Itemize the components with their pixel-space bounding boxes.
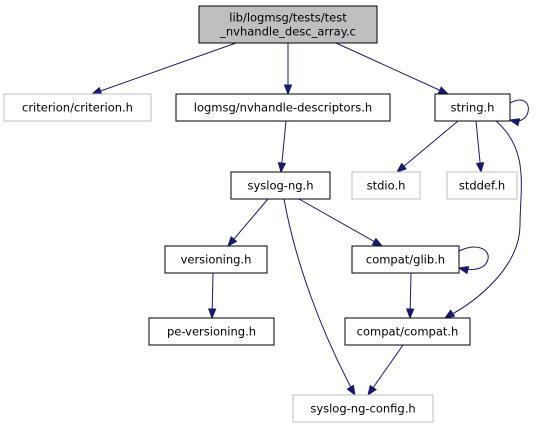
node-label: pe-versioning.h xyxy=(167,325,256,339)
nodes-layer: lib/logmsg/tests/test_nvhandle_desc_arra… xyxy=(3,5,518,423)
node-box xyxy=(230,171,331,200)
node-label: lib/logmsg/tests/test xyxy=(229,11,347,25)
node-label: logmsg/nvhandle-descriptors.h xyxy=(194,101,372,115)
node-box xyxy=(351,171,421,200)
node-syslog-ng-config-h: syslog-ng-config.h xyxy=(292,394,434,423)
arrowhead-icon xyxy=(437,86,450,95)
arrowhead-icon xyxy=(371,237,384,247)
edge-root-to-nvhandle-descriptors xyxy=(283,43,293,96)
node-label: _nvhandle_desc_array.c xyxy=(219,25,356,39)
node-box xyxy=(446,171,518,200)
edge-versioning-h-to-pe-versioning-h xyxy=(207,272,217,320)
arrowhead-icon xyxy=(90,86,103,95)
edge-line xyxy=(283,198,356,396)
edge-compat-glib-h-to-compat-compat-h xyxy=(405,272,415,320)
node-box xyxy=(3,93,152,122)
node-label: stdio.h xyxy=(367,179,406,193)
edge-line xyxy=(444,120,522,319)
edge-string-h-to-stdio-h xyxy=(395,120,459,173)
edge-syslog-ng-h-to-compat-glib-h xyxy=(298,198,384,247)
node-label: string.h xyxy=(451,101,495,115)
edge-line xyxy=(227,198,269,247)
edge-nvhandle-descriptors-to-syslog-ng-h xyxy=(277,120,287,174)
edge-root-to-string-h xyxy=(335,42,450,95)
node-label: criterion/criterion.h xyxy=(22,101,133,115)
node-compat-compat-h[interactable]: compat/compat.h xyxy=(344,317,471,346)
node-label: stddef.h xyxy=(459,179,505,193)
edge-string-h-to-compat-compat-h xyxy=(443,120,522,319)
node-stddef-h: stddef.h xyxy=(446,171,518,200)
edge-line xyxy=(509,99,529,122)
node-label: versioning.h xyxy=(181,253,252,267)
edge-line xyxy=(396,120,459,173)
edge-syslog-ng-h-to-syslog-ng-config-h xyxy=(283,198,356,397)
arrowhead-icon xyxy=(283,84,293,96)
node-label: compat/glib.h xyxy=(366,253,445,267)
edge-compat-glib-h-to-compat-glib-h xyxy=(457,246,489,275)
arrowhead-icon xyxy=(227,236,238,248)
edge-line xyxy=(367,344,404,396)
node-stdio-h: stdio.h xyxy=(351,171,421,200)
node-pe-versioning-h[interactable]: pe-versioning.h xyxy=(148,317,275,346)
edges-layer xyxy=(90,42,529,397)
edge-line xyxy=(91,42,237,95)
arrowhead-icon xyxy=(475,162,485,174)
edge-string-h-to-string-h xyxy=(508,99,529,127)
node-label: syslog-ng.h xyxy=(247,179,313,193)
edge-line xyxy=(335,42,449,95)
arrowhead-icon xyxy=(277,162,287,174)
node-criterion: criterion/criterion.h xyxy=(3,93,152,122)
node-box xyxy=(292,394,434,423)
node-box xyxy=(344,317,471,346)
edge-line xyxy=(298,198,383,247)
edge-line xyxy=(458,246,489,271)
node-box xyxy=(175,93,391,122)
node-label: syslog-ng-config.h xyxy=(310,402,415,416)
edge-string-h-to-stddef-h xyxy=(475,120,485,174)
arrowhead-icon xyxy=(207,308,217,320)
node-root[interactable]: lib/logmsg/tests/test_nvhandle_desc_arra… xyxy=(198,5,378,44)
arrowhead-icon xyxy=(367,384,377,397)
arrowhead-icon xyxy=(508,118,521,127)
node-string-h[interactable]: string.h xyxy=(434,93,511,122)
arrowhead-icon xyxy=(443,309,456,319)
node-nvhandle-descriptors[interactable]: logmsg/nvhandle-descriptors.h xyxy=(175,93,391,122)
node-label: compat/compat.h xyxy=(357,325,459,339)
node-syslog-ng-h[interactable]: syslog-ng.h xyxy=(230,171,331,200)
node-box xyxy=(198,5,378,44)
arrowhead-icon xyxy=(457,266,470,275)
edge-syslog-ng-h-to-versioning-h xyxy=(227,198,269,248)
node-box xyxy=(351,245,460,274)
edge-root-to-criterion xyxy=(90,42,237,95)
node-box xyxy=(148,317,275,346)
node-compat-glib-h[interactable]: compat/glib.h xyxy=(351,245,460,274)
node-box xyxy=(434,93,511,122)
arrowhead-icon xyxy=(405,308,415,320)
node-versioning-h[interactable]: versioning.h xyxy=(164,245,268,274)
node-box xyxy=(164,245,268,274)
arrowhead-icon xyxy=(346,384,356,397)
edge-compat-compat-h-to-syslog-ng-config-h xyxy=(367,344,404,397)
arrowhead-icon xyxy=(395,162,408,173)
